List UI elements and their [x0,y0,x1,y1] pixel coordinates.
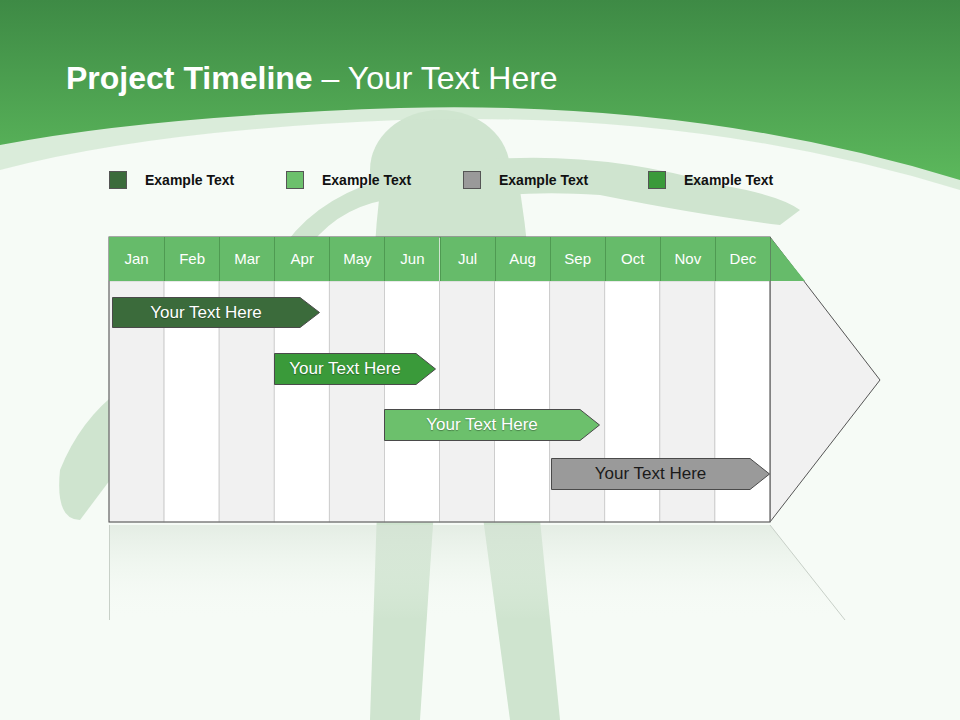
arrow-outline [275,354,436,385]
legend-item: Example Text [286,170,411,190]
month-header: Apr [274,237,329,281]
task-label: Your Text Here [112,297,300,328]
month-label: Aug [496,237,550,281]
legend-text: Example Text [322,172,411,188]
month-header: Aug [495,237,550,281]
month-header: Jul [440,237,495,281]
month-header: Jan [109,237,164,281]
task-label: Your Text Here [274,353,416,385]
timeline-grid [109,237,880,522]
reflection [109,525,845,620]
month-label: Dec [716,237,770,281]
month-label: Sep [551,237,605,281]
month-column [440,281,495,522]
legend-text: Example Text [684,172,773,188]
month-label: Jul [441,237,495,281]
month-header: Dec [715,237,770,281]
month-header: May [329,237,384,281]
month-header: Sep [550,237,605,281]
month-header: Jun [384,237,439,281]
reflection-line [109,525,110,620]
month-column [384,281,439,522]
reflection-line [770,525,845,620]
legend-text: Example Text [145,172,234,188]
legend-item: Example Text [648,170,773,190]
month-label: May [330,237,384,281]
legend-swatch [463,171,481,189]
arrow-outline [113,298,320,328]
legend-swatch [286,171,304,189]
month-header: Nov [660,237,715,281]
month-column [495,281,550,522]
legend-item: Example Text [463,170,588,190]
arrow-outline [552,459,770,490]
legend-swatch [648,171,666,189]
task-arrow: Your Text Here [274,353,436,385]
title-row: Project Timeline– Your Text Here [66,60,558,97]
month-label: Apr [275,237,329,281]
month-label: Jan [109,237,164,281]
header-tip [770,237,805,281]
task-label: Your Text Here [384,409,580,441]
month-label: Jun [385,237,439,281]
arrow-head [770,237,880,522]
month-label: Mar [220,237,274,281]
month-header: Oct [605,237,660,281]
header-band [0,0,960,180]
task-label: Your Text Here [551,458,750,490]
month-header: Mar [219,237,274,281]
task-arrow: Your Text Here [384,409,600,441]
arrow-outline [385,410,600,441]
legend-text: Example Text [499,172,588,188]
grid-border [109,237,770,522]
subtitle: – Your Text Here [322,60,558,97]
month-label: Feb [165,237,219,281]
task-arrow: Your Text Here [551,458,770,490]
figure-illustration [59,110,800,720]
month-column [329,281,384,522]
month-label: Oct [606,237,660,281]
legend-swatch [109,171,127,189]
title: Project Timeline [66,60,313,97]
month-label: Nov [661,237,715,281]
task-arrow: Your Text Here [112,297,320,328]
legend-item: Example Text [109,170,234,190]
month-header: Feb [164,237,219,281]
